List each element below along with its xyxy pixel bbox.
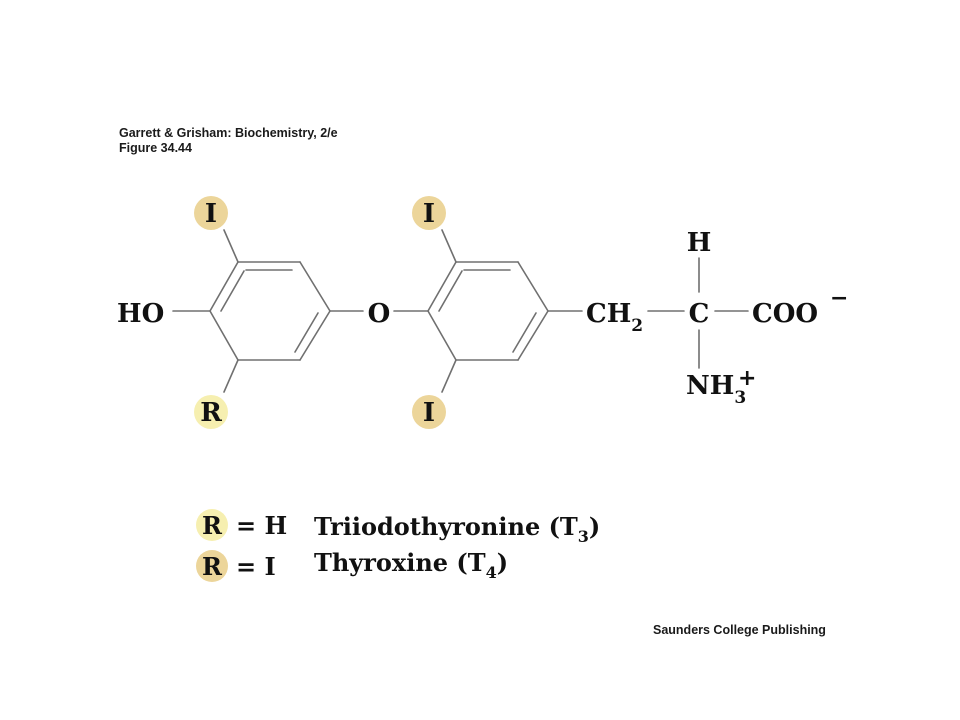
r-group-left: R xyxy=(194,395,228,429)
r-group-left-circle xyxy=(194,395,228,429)
alpha-hydrogen-label: H xyxy=(687,228,712,258)
bond-ring-iodine-1 xyxy=(223,229,239,263)
legend-name-t3-main: Triiodothyronine (T xyxy=(314,512,578,541)
legend-equals-t3: = H xyxy=(236,511,287,540)
iodine-bottom-right: I xyxy=(412,395,446,429)
bond-left-ring-4 xyxy=(299,310,331,361)
alpha-carbon-label: C xyxy=(689,299,710,329)
bond-right-ring-1 xyxy=(427,261,457,312)
legend-name-t4: Thyroxine (T4) xyxy=(314,548,508,582)
header-line-1: Garrett & Grisham: Biochemistry, 2/e xyxy=(119,126,338,140)
iodine-top-right: I xyxy=(412,196,446,230)
legend-r-symbol-t3: R xyxy=(202,511,223,540)
legend-name-t3-sub: 3 xyxy=(578,527,589,546)
amine-charge: + xyxy=(738,366,756,391)
ch2-main: CH xyxy=(586,299,631,329)
bond-left-ring-inner-1 xyxy=(220,270,245,312)
hydroxyl-label: HO xyxy=(117,299,164,329)
legend-row-t3: R = H Triiodothyronine (T3) xyxy=(196,509,600,546)
bond-left-ring-1 xyxy=(209,261,239,312)
amine-label: NH3 xyxy=(686,371,746,408)
legend-equals-t4: = I xyxy=(236,552,276,581)
ch2-label: CH2 xyxy=(586,299,643,336)
iodine-top-right-circle xyxy=(412,196,446,230)
iodine-top-left-circle xyxy=(194,196,228,230)
legend-name-t4-main: Thyroxine (T xyxy=(314,548,486,577)
bond-right-ring-inner-3 xyxy=(512,312,537,353)
legend-name-t3: Triiodothyronine (T3) xyxy=(314,512,600,546)
carboxylate-charge: − xyxy=(830,286,848,311)
legend-r-circle-t4 xyxy=(196,550,228,582)
ch2-subscript: 2 xyxy=(631,316,643,336)
legend-name-t4-close: ) xyxy=(497,548,508,577)
iodine-bottom-right-label: I xyxy=(423,398,435,428)
amine-main: NH xyxy=(686,371,734,401)
bond-right-ring-6 xyxy=(427,310,457,361)
legend-r-circle-t3 xyxy=(196,509,228,541)
legend-name-t3-close: ) xyxy=(589,512,600,541)
iodine-top-right-label: I xyxy=(423,199,435,229)
iodine-top-left-label: I xyxy=(205,199,217,229)
header-line-2: Figure 34.44 xyxy=(119,141,192,155)
amine-subscript: 3 xyxy=(734,388,746,408)
legend-name-t4-sub: 4 xyxy=(486,563,497,582)
bond-left-ring-6 xyxy=(209,310,239,361)
bond-right-ring-3 xyxy=(517,261,549,312)
bond-ring-r-group xyxy=(223,359,239,393)
publisher-credit: Saunders College Publishing xyxy=(653,623,826,637)
legend-r-symbol-t4: R xyxy=(202,552,223,581)
bond-left-ring-3 xyxy=(299,261,331,312)
bond-left-ring-inner-3 xyxy=(294,312,319,353)
r-group-left-label: R xyxy=(200,398,222,428)
iodine-top-left: I xyxy=(194,196,228,230)
ether-oxygen-label: O xyxy=(368,299,391,329)
carboxylate-label: COO xyxy=(752,299,818,329)
bond-ring-iodine-2 xyxy=(441,229,457,263)
legend-row-t4: R = I Thyroxine (T4) xyxy=(196,548,508,582)
bond-ring-iodine-3 xyxy=(441,359,457,393)
iodine-bottom-right-circle xyxy=(412,395,446,429)
bond-right-ring-4 xyxy=(517,310,549,361)
bond-right-ring-inner-1 xyxy=(438,270,463,312)
bonds xyxy=(172,229,749,393)
